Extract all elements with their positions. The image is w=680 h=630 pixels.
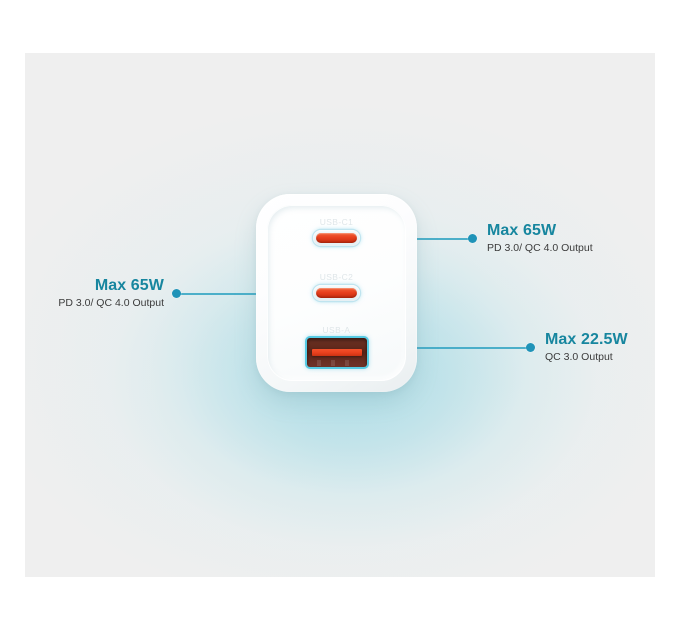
- usb-c-port-interior-1: [316, 233, 357, 243]
- usb-a-pin: [330, 360, 335, 366]
- callout-usb-c1-subtitle: PD 3.0/ QC 4.0 Output: [487, 242, 593, 254]
- usb-c-port-icon-2[interactable]: [313, 285, 360, 301]
- usb-c-port-icon-1[interactable]: [313, 230, 360, 246]
- connector-dot-usb-c1: [468, 234, 477, 243]
- port-label-usb-c1: USB-C1: [319, 217, 354, 227]
- connector-dot-usb-c2: [172, 289, 181, 298]
- callout-usb-a: Max 22.5W QC 3.0 Output: [545, 330, 628, 364]
- charger-front-face: USB-C1 USB-C2 USB-A: [267, 205, 406, 381]
- usb-a-port-tongue: [311, 349, 362, 356]
- port-usb-c2[interactable]: USB-C2: [267, 272, 406, 306]
- usb-c-port-interior-2: [316, 288, 357, 298]
- connector-line-usb-a: [345, 347, 534, 349]
- callout-usb-c2-subtitle: PD 3.0/ QC 4.0 Output: [58, 297, 164, 309]
- callout-usb-c1: Max 65W PD 3.0/ QC 4.0 Output: [487, 221, 593, 255]
- callout-usb-c1-headline: Max 65W: [487, 222, 557, 239]
- charger-body: USB-C1 USB-C2 USB-A: [256, 194, 417, 392]
- usb-a-pin: [344, 360, 349, 366]
- callout-usb-a-headline: Max 22.5W: [545, 331, 628, 348]
- connector-dot-usb-a: [526, 343, 535, 352]
- connector-line-usb-c2: [176, 293, 321, 295]
- port-label-usb-a: USB-A: [322, 325, 351, 335]
- product-diagram-scene: USB-C1 USB-C2 USB-A: [25, 53, 655, 577]
- port-usb-a[interactable]: USB-A: [267, 325, 406, 372]
- callout-usb-c2-headline: Max 65W: [94, 277, 164, 294]
- callout-usb-a-subtitle: QC 3.0 Output: [545, 351, 613, 363]
- callout-usb-c2: Max 65W PD 3.0/ QC 4.0 Output: [25, 276, 164, 310]
- usb-a-port-icon[interactable]: [306, 338, 367, 367]
- port-label-usb-c2: USB-C2: [319, 272, 354, 282]
- port-usb-c1[interactable]: USB-C1: [267, 217, 406, 251]
- usb-a-pin: [316, 360, 321, 366]
